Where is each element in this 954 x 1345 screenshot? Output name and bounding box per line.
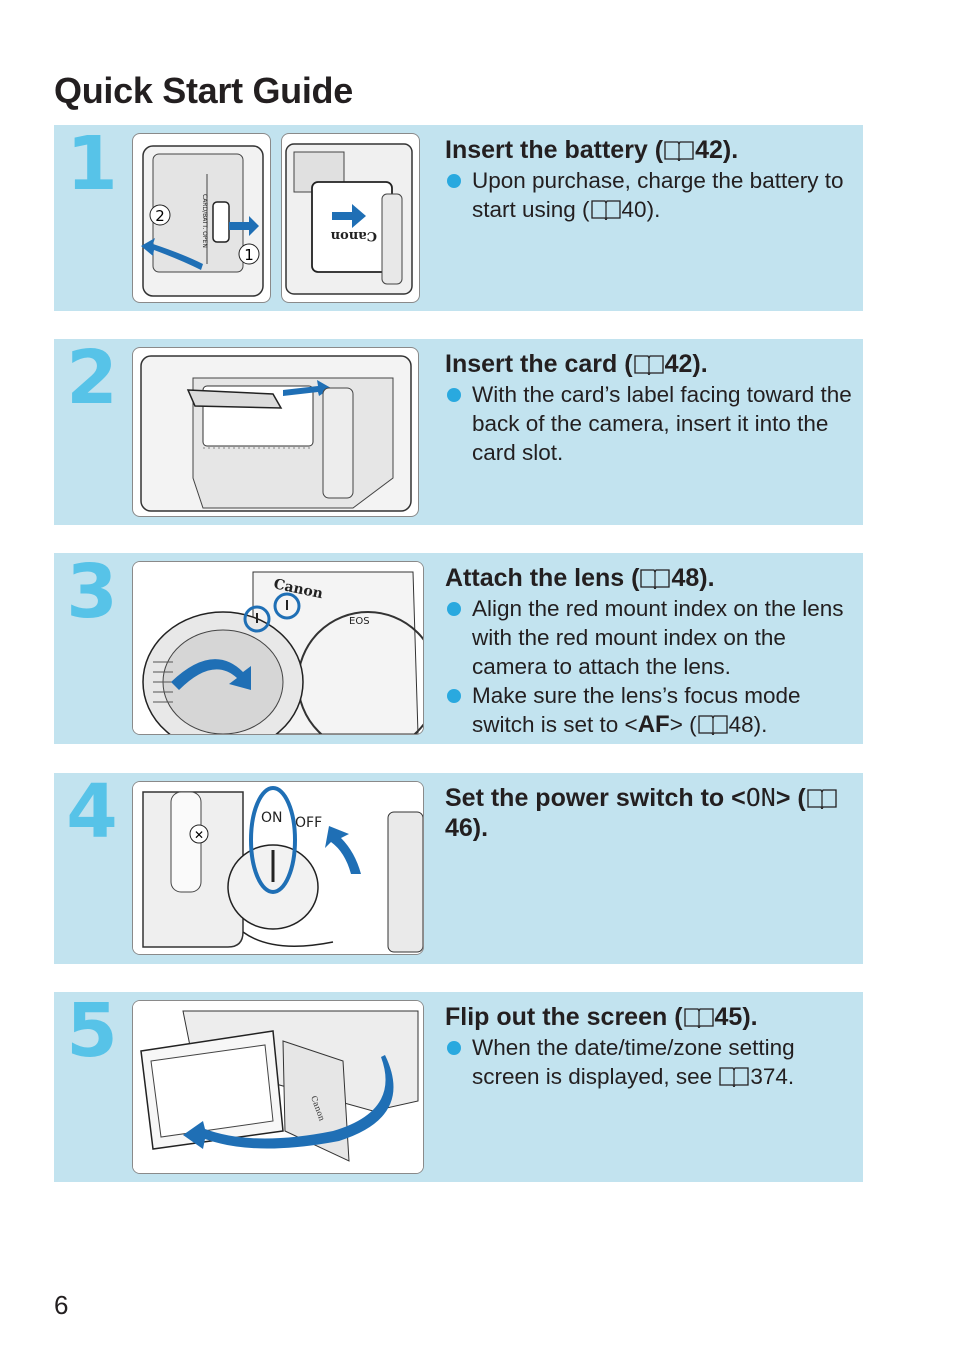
door-label: CARD/BATT. OPEN (201, 194, 208, 248)
step-number: 4 (66, 769, 118, 855)
battery-door-photo: CARD/BATT. OPEN 2 1 (132, 133, 271, 303)
bullet-item: With the card’s label facing toward the … (445, 380, 860, 467)
step-1-heading: Insert the battery (42). (445, 136, 739, 164)
step-5: 5 Canon Flip out the screen (45). When t… (54, 992, 863, 1182)
callout-two: 2 (155, 207, 165, 225)
book-reference-icon (590, 198, 622, 220)
book-reference-icon (639, 567, 671, 589)
book-reference-icon (683, 1006, 715, 1028)
step-number: 1 (66, 121, 118, 207)
bullet-item: Make sure the lens’s focus mode switch i… (445, 681, 860, 739)
step-5-heading: Flip out the screen (45). (445, 1003, 758, 1031)
step-4: 4 ✕ ON OFF Set the power switch to <ON> … (54, 773, 863, 964)
book-reference-icon (697, 713, 729, 735)
bullet-item: When the date/time/zone setting screen i… (445, 1033, 860, 1091)
flip-screen-photo: Canon (132, 1000, 424, 1174)
step-1: 1 CARD/BATT. OPEN 2 1 Canon (54, 125, 863, 311)
bullet-item: Align the red mount index on the lens wi… (445, 594, 860, 681)
camera-model-text: EOS (349, 616, 370, 627)
step-2-heading: Insert the card (42). (445, 350, 708, 378)
step-number: 2 (66, 335, 118, 421)
power-switch-photo: ✕ ON OFF (132, 781, 424, 955)
book-reference-icon (718, 1065, 750, 1087)
callout-one: 1 (244, 246, 254, 264)
svg-text:✕: ✕ (194, 828, 204, 842)
battery-text: Canon (330, 228, 377, 243)
battery-insert-photo: Canon (281, 133, 420, 303)
book-reference-icon (663, 139, 695, 161)
step-2: 2 Insert the card (42). With the card’s … (54, 339, 863, 525)
page-number: 6 (54, 1290, 69, 1320)
off-label: OFF (295, 815, 322, 831)
book-reference-icon (633, 353, 665, 375)
card-insert-photo (132, 347, 419, 517)
lens-attach-photo: Canon EOS (132, 561, 424, 735)
on-symbol: ON (745, 783, 776, 812)
on-label: ON (261, 810, 283, 826)
step-number: 3 (66, 549, 118, 635)
step-4-heading: Set the power switch to <ON> (46). (445, 783, 860, 843)
step-3: 3 Canon EOS (54, 553, 863, 744)
page-title: Quick Start Guide (54, 70, 353, 111)
step-number: 5 (66, 988, 118, 1074)
book-reference-icon (806, 787, 838, 809)
af-mode-symbol: AF (637, 711, 670, 738)
bullet-item: Upon purchase, charge the battery to sta… (445, 166, 860, 224)
step-3-heading: Attach the lens (48). (445, 564, 715, 592)
